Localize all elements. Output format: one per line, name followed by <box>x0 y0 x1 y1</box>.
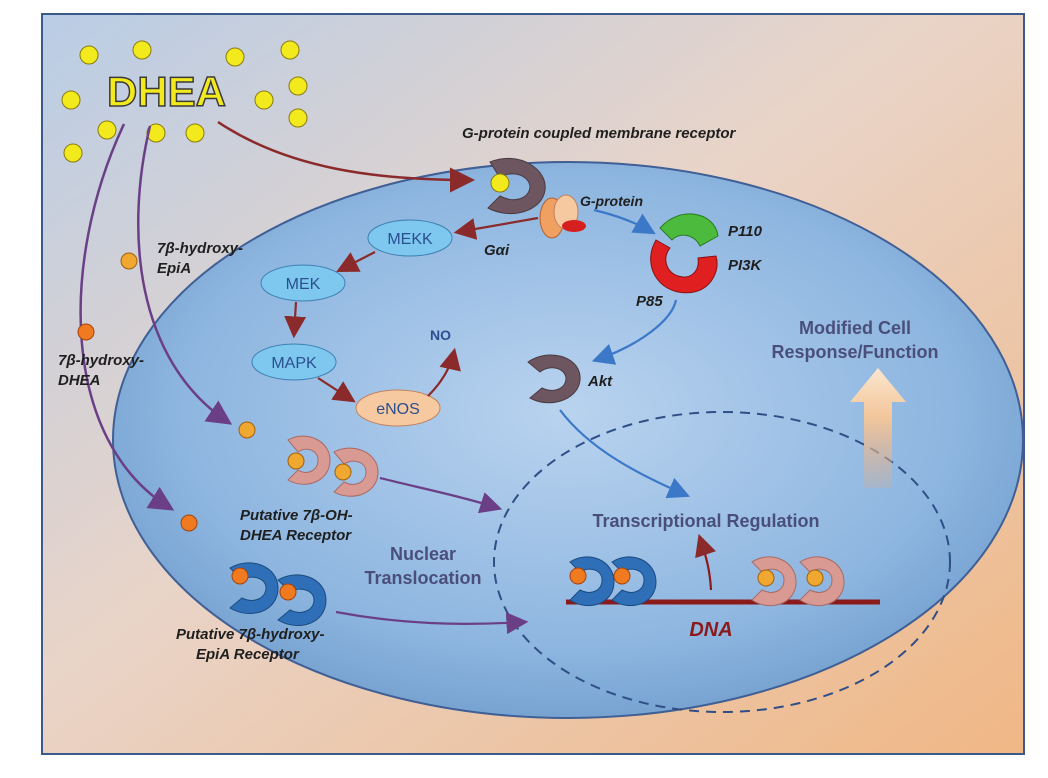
enos-label: eNOS <box>376 401 420 418</box>
response-up-arrow <box>850 368 906 488</box>
mapk-node <box>251 343 337 381</box>
hydroxy-epia-label-line2: EpiA <box>157 260 191 277</box>
dna-label: DNA <box>689 619 732 641</box>
modified-response-line1: Modified Cell <box>799 318 911 338</box>
nuclear-translocation-line2: Translocation <box>364 568 481 588</box>
dhea-receptor-translocation-arrow <box>379 476 503 514</box>
pi3k-to-akt-arrow <box>591 299 678 365</box>
dhea-ligands <box>61 40 308 163</box>
hydroxy-dhea-ligand-free <box>180 514 198 532</box>
dhea-to-epia-arrow <box>137 125 233 425</box>
hydroxy-dhea-label-line1: 7β-hydroxy- <box>58 352 144 369</box>
epia-metabolite <box>120 252 138 270</box>
gpcr-label: G-protein coupled membrane receptor <box>462 125 737 142</box>
hydroxy-dhea-metabolite <box>77 323 95 341</box>
mek-label: MEK <box>286 276 321 293</box>
putative-dhea-label-line2: DHEA Receptor <box>240 527 352 544</box>
dna-bound-epia-receptors-icon <box>569 556 657 607</box>
mapk-label: MAPK <box>271 355 317 372</box>
putative-epia-receptor-icon <box>229 562 327 626</box>
akt-receptor-icon <box>527 354 581 404</box>
pi3k-label: PI3K <box>728 257 763 274</box>
gpcr-receptor-icon <box>487 157 546 215</box>
pi3k-icon <box>650 213 719 294</box>
hydroxy-dhea-label-line2: DHEA <box>58 372 101 389</box>
gprotein-to-mekk-arrow <box>453 216 539 240</box>
p110-label: P110 <box>728 223 763 240</box>
putative-epia-label-line1: Putative 7β-hydroxy- <box>176 626 325 643</box>
hydroxy-epia-label-line1: 7β-hydroxy- <box>157 240 243 257</box>
gai-label: Gαi <box>484 242 510 259</box>
dhea-to-hydroxy-dhea-arrow <box>79 123 175 511</box>
putative-dhea-label-line1: Putative 7β-OH- <box>240 507 353 524</box>
epia-ligand-free <box>238 421 256 439</box>
no-label: NO <box>430 327 451 343</box>
transcription-arrow <box>695 533 717 591</box>
dhea-label: DHEA <box>107 68 226 115</box>
nucleus <box>493 411 951 713</box>
modified-response-line2: Response/Function <box>771 342 938 362</box>
mek-to-mapk-arrow <box>284 301 307 339</box>
dhea-to-gpcr-arrow <box>217 120 475 193</box>
transcription-label: Transcriptional Regulation <box>592 511 819 531</box>
mekk-label: MEKK <box>387 231 433 248</box>
g-protein-label: G-protein <box>580 193 643 209</box>
mekk-node <box>367 219 453 257</box>
putative-epia-label-line2: EpiA Receptor <box>196 646 300 663</box>
mekk-to-mek-arrow <box>336 251 376 273</box>
mek-node <box>260 264 346 302</box>
g-protein-icon <box>539 194 586 239</box>
akt-label: Akt <box>587 373 613 390</box>
nuclear-translocation-line1: Nuclear <box>390 544 456 564</box>
akt-to-nucleus-arrow <box>559 409 691 499</box>
epia-receptor-translocation-arrow <box>335 610 529 635</box>
mapk-to-enos-arrow <box>317 377 356 403</box>
dna-bound-dhea-receptors-icon <box>751 556 845 607</box>
putative-dhea-receptor-icon <box>287 435 379 497</box>
gprotein-to-pi3k-arrow <box>593 208 656 235</box>
p85-label: P85 <box>636 293 663 310</box>
enos-to-no-arrow <box>427 347 461 397</box>
enos-node <box>355 389 441 427</box>
